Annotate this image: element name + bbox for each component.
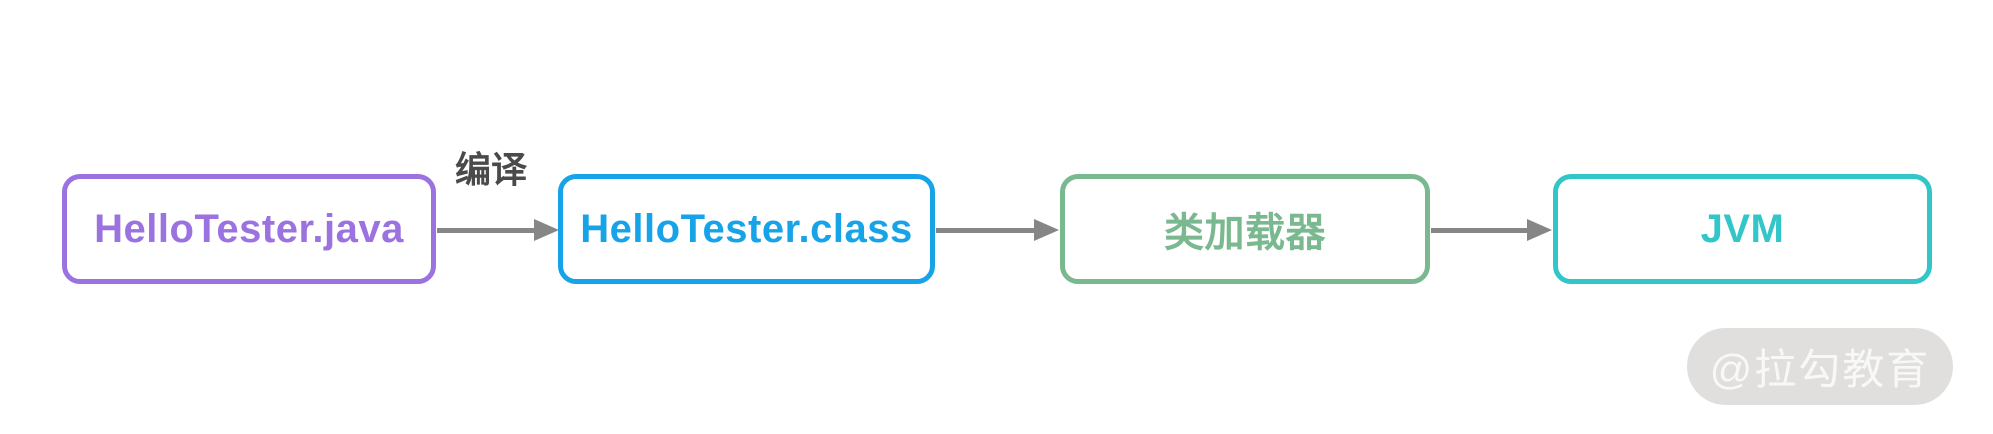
node-jvm-label: JVM [1700, 206, 1785, 251]
arrow-line [936, 228, 1037, 233]
arrowhead-icon [1527, 219, 1552, 241]
node-class-loader: 类加载器 [1060, 174, 1430, 284]
node-jvm: JVM [1553, 174, 1932, 284]
arrow-connector-1 [437, 219, 559, 241]
node-hellotester-java-label: HelloTester.java [94, 206, 404, 251]
node-hellotester-class-label: HelloTester.class [580, 206, 913, 251]
watermark-badge: @拉勾教育 [1687, 328, 1953, 405]
node-hellotester-java: HelloTester.java [62, 174, 436, 284]
arrowhead-icon [1034, 219, 1059, 241]
node-class-loader-label: 类加载器 [1164, 211, 1326, 255]
arrow-line [437, 228, 537, 233]
arrow-connector-3 [1431, 219, 1552, 241]
node-hellotester-class: HelloTester.class [558, 174, 935, 284]
arrowhead-icon [534, 219, 559, 241]
arrow-connector-2 [936, 219, 1059, 241]
edge-label-compile: 编译 [454, 149, 527, 190]
arrow-line [1431, 228, 1530, 233]
watermark-text: @拉勾教育 [1709, 346, 1931, 393]
